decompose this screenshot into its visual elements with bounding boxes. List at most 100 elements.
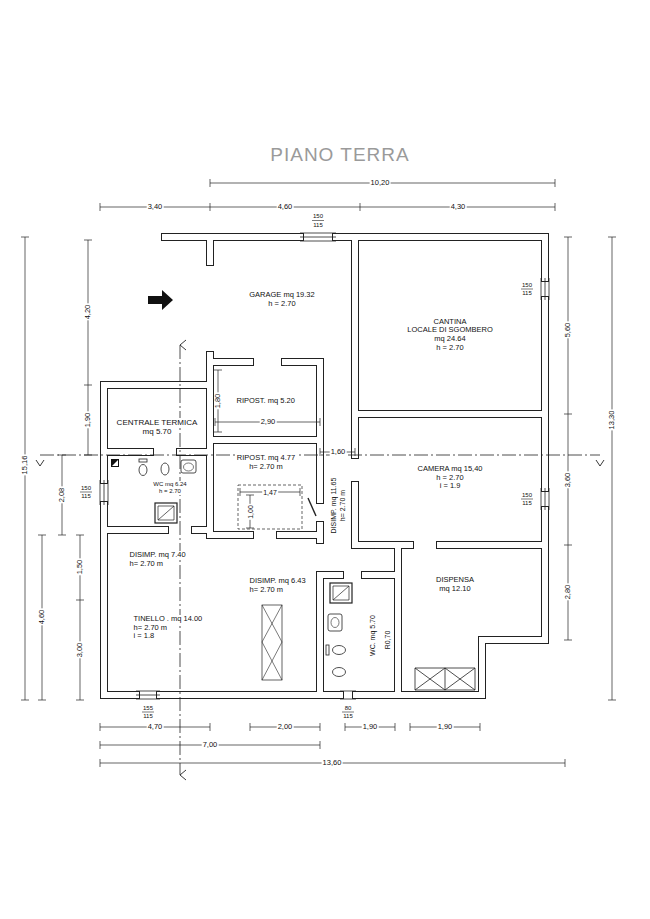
dimension-label: 4,60 (277, 203, 294, 211)
dimension-label: 1,90 (437, 723, 454, 731)
room-area: TINELLO . mq 14.00h= 2.70 mi = 1.8 (131, 613, 210, 643)
dimension-label: 10,20 (370, 179, 391, 187)
room-label: DISIMP. mq 11.65 (330, 476, 338, 534)
room-label: h= 2.70 m (248, 463, 284, 472)
dimension-label: 1,00 (247, 504, 254, 520)
dimension-label: 7,00 (202, 741, 219, 749)
dimension-label: 13,30 (608, 410, 616, 431)
dimension-line (21, 179, 616, 767)
dimension-label: 4,70 (147, 723, 164, 731)
dimension-label: 1,50 (76, 559, 84, 576)
room-label: mq 5.70 (142, 427, 173, 436)
toilet-symbol (333, 646, 346, 655)
room-label: DISPENSA (435, 576, 475, 585)
stair-cross (262, 605, 282, 680)
dimension-label: 1,90 (84, 412, 92, 429)
shower-symbol (330, 583, 352, 603)
dimension-label: 150 (80, 485, 92, 491)
boiler-icon-mark (112, 460, 118, 466)
room-area: DISIMP. mq 7.40h= 2.70 m (127, 549, 194, 571)
sink-basin (331, 618, 339, 628)
dimension-label: 115 (521, 500, 533, 506)
boiler-icon (111, 459, 119, 467)
room-area: CAMERA mq 15,40h = 2.70i = 1.9 (412, 463, 488, 493)
dimension-label: 115 (142, 713, 154, 719)
dimension-label: 13,60 (322, 759, 343, 767)
room-label: WC. mq 5.70 (369, 614, 377, 657)
room-label: i = 1.9 (439, 482, 462, 491)
room-label: TINELLO . mq 14.00 (133, 615, 204, 624)
window-symbol (100, 233, 549, 699)
dimension-label: 115 (312, 222, 324, 228)
room-label: h= 2.70 m (249, 586, 285, 595)
room-label: mq 24.64 (433, 335, 466, 344)
room-area: CENTRALE TERMICAmq 5.70 (112, 416, 203, 439)
wall-fill (104, 237, 545, 695)
room-area: RIPOST. mq 4.77h= 2.70 m (232, 452, 301, 474)
toilet-tank (139, 459, 147, 462)
toilet-tank (326, 645, 329, 655)
shower-drain (158, 506, 174, 520)
dimension-label: 3,40 (147, 203, 164, 211)
room-label: DISIMP. mq 7.40 (129, 551, 187, 560)
entry-arrow (148, 290, 173, 310)
partition-mark (308, 498, 316, 516)
plan-title: PIANO TERRA (270, 144, 409, 166)
dimension-label: 2,90 (260, 418, 277, 426)
dimension-label: 15,16 (21, 455, 29, 476)
room-label: h= 2.70 m (338, 488, 346, 521)
section-line (40, 345, 600, 775)
toilet-symbol (139, 465, 147, 476)
dimension-label: 1,47 (262, 489, 278, 496)
room-label: i = 1.8 (133, 632, 156, 641)
room-label: DISIMP. mq 6.43 (249, 577, 307, 586)
room-label: CAMERA mq 15,40 (416, 465, 483, 474)
dimension-label: 1,80 (214, 393, 222, 410)
dimension-label: 2,08 (58, 487, 66, 504)
sink-symbol (181, 460, 196, 473)
stair-box (262, 605, 282, 680)
room-label: h= 2.70 m (133, 624, 169, 633)
dimension-label: 1,90 (362, 723, 379, 731)
dimension-label: 4,30 (450, 203, 467, 211)
sink-basin (184, 463, 194, 471)
room-label: h = 2.70 (435, 474, 464, 483)
room-area: DISIMP. mq 6.43h= 2.70 m (247, 575, 314, 597)
sink-symbol (328, 614, 342, 631)
dimension-label: 115 (80, 493, 92, 499)
dimension-label: 5,60 (564, 322, 572, 339)
room-label: CANTINA (433, 318, 468, 327)
shower-box (238, 485, 302, 529)
dimension-label: 4,60 (38, 609, 46, 626)
room-area: WC mq 6.24h = 2.70 (148, 479, 192, 497)
fraction-bar (80, 221, 533, 713)
room-label: RIPOST. mq 5.20 (236, 397, 296, 406)
dimension-label: 150 (312, 213, 324, 219)
room-label: CENTRALE TERMICA (116, 418, 199, 427)
dimension-label: 1,60 (330, 448, 347, 456)
dimension-label: 3,60 (564, 472, 572, 489)
dimension-label: 3,00 (76, 642, 84, 659)
dimension-label: 150 (521, 492, 533, 498)
room-label: mq 12.10 (438, 585, 471, 594)
dimension-label: 115 (521, 290, 533, 296)
room-area: RIPOST. mq 5.20 (234, 395, 303, 408)
shower-symbol (155, 503, 177, 523)
room-label: h = 2.70 (267, 300, 296, 309)
room-label: h= 2.70 m (129, 560, 165, 569)
room-label: GARAGE mq 19.32 (248, 291, 315, 300)
room-label: h = 2.70 (435, 344, 464, 353)
section-marker (36, 340, 604, 780)
dimension-label: 2,00 (277, 723, 294, 731)
room-label: RIPOST. mq 4.77 (236, 454, 296, 463)
dimension-label: 155 (142, 705, 154, 711)
dimension-label: 115 (342, 713, 354, 719)
bidet-symbol (161, 463, 169, 475)
room-label: h = 2.70 (158, 488, 182, 495)
room-area: WC. mq 5.70 (367, 610, 380, 661)
room-area: GARAGE mq 19.32h = 2.70 (244, 289, 320, 311)
room-area: DISPENSAmq 12.10 (431, 574, 479, 596)
room-area: DISIMP. mq 11.65h= 2.70 m (328, 472, 349, 538)
